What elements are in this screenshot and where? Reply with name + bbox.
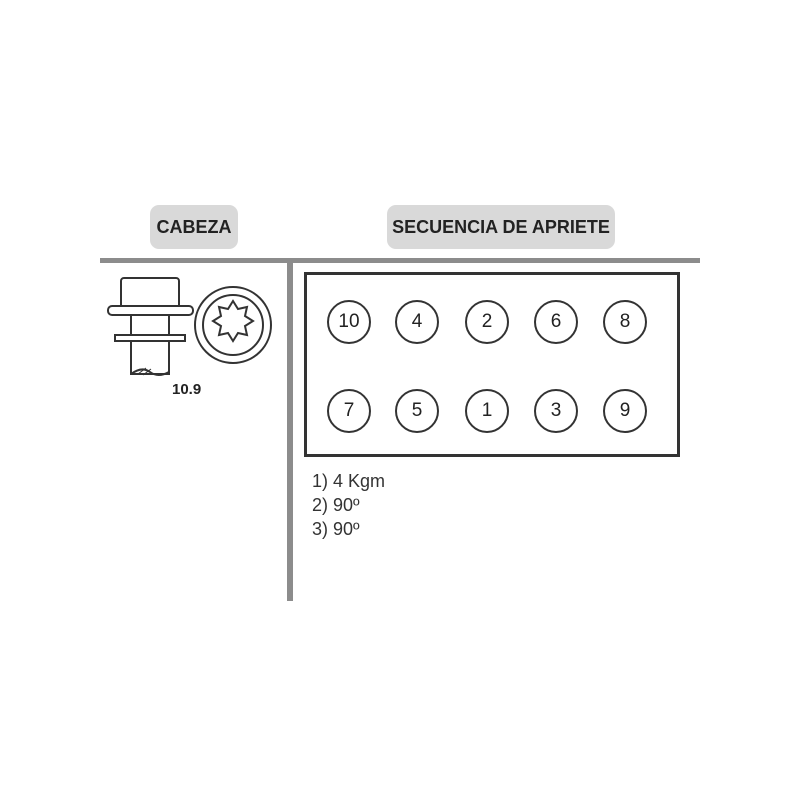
column-divider — [287, 261, 293, 601]
torque-steps: 1) 4 Kgm 2) 90º 3) 90º — [312, 469, 385, 541]
bolt-position-3: 3 — [534, 389, 578, 433]
bolt-position-5: 5 — [395, 389, 439, 433]
bolt-position-9: 9 — [603, 389, 647, 433]
torque-step-3: 3) 90º — [312, 519, 360, 539]
header-divider — [100, 258, 700, 263]
bolt-grade: 10.9 — [172, 381, 202, 398]
cabeza-label: CABEZA — [150, 205, 238, 249]
torque-step-2: 2) 90º — [312, 495, 360, 515]
torque-step-1: 1) 4 Kgm — [312, 471, 386, 491]
torx-head-icon — [194, 286, 272, 364]
bolt-position-8: 8 — [603, 300, 647, 344]
bolt-position-1: 1 — [465, 389, 509, 433]
bolt-position-2: 2 — [465, 300, 509, 344]
secuencia-label: SECUENCIA DE APRIETE — [387, 205, 615, 249]
bolt-position-6: 6 — [534, 300, 578, 344]
bolt-position-7: 7 — [327, 389, 371, 433]
bolt-side-view-icon — [107, 277, 194, 376]
bolt-position-4: 4 — [395, 300, 439, 344]
bolt-position-10: 10 — [327, 300, 371, 344]
